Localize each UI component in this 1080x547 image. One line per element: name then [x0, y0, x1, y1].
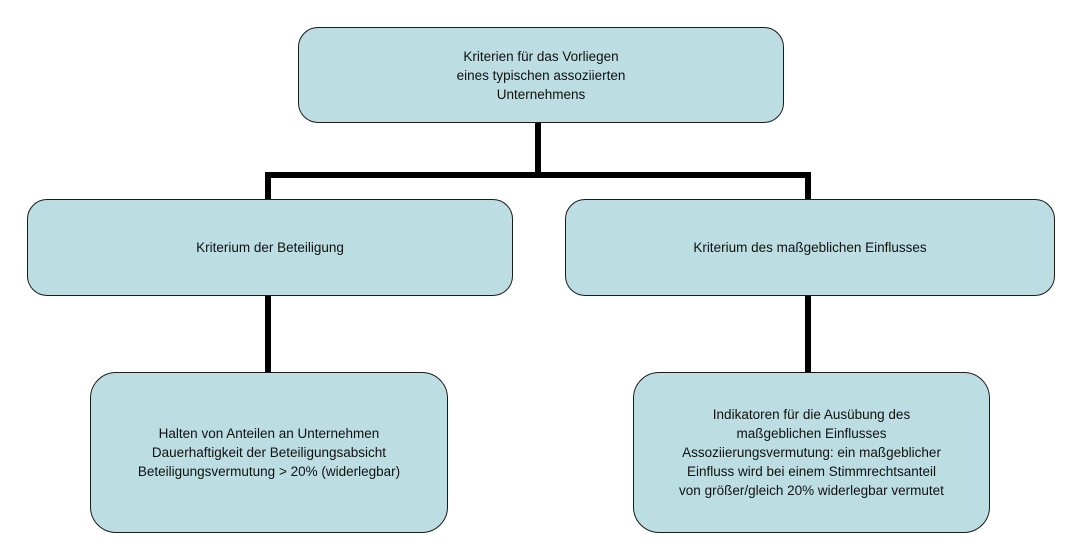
connector-root-stem [535, 122, 541, 178]
node-influence-details: Indikatoren für die Ausübung des maßgebl… [633, 372, 990, 533]
connector-split-bar [265, 172, 811, 178]
node-root-criteria-label: Kriterien für das Vorliegen eines typisc… [456, 48, 626, 102]
connector-bar-to-right-branch [805, 172, 811, 202]
connector-right-branch-to-leaf [805, 294, 811, 374]
node-criterion-significant-influence-label: Kriterium des maßgeblichen Einflusses [693, 240, 927, 255]
node-participation-details-label: Halten von Anteilen an Unternehmen Dauer… [137, 426, 401, 479]
connector-left-branch-to-leaf [265, 294, 271, 374]
node-participation-details: Halten von Anteilen an Unternehmen Dauer… [90, 372, 448, 533]
node-root-criteria: Kriterien für das Vorliegen eines typisc… [298, 27, 784, 123]
node-criterion-participation: Kriterium der Beteiligung [27, 199, 513, 296]
node-criterion-participation-label: Kriterium der Beteiligung [196, 240, 344, 255]
node-influence-details-label: Indikatoren für die Ausübung des maßgebl… [679, 407, 944, 498]
connector-bar-to-left-branch [265, 172, 271, 202]
node-criterion-significant-influence: Kriterium des maßgeblichen Einflusses [565, 199, 1055, 296]
